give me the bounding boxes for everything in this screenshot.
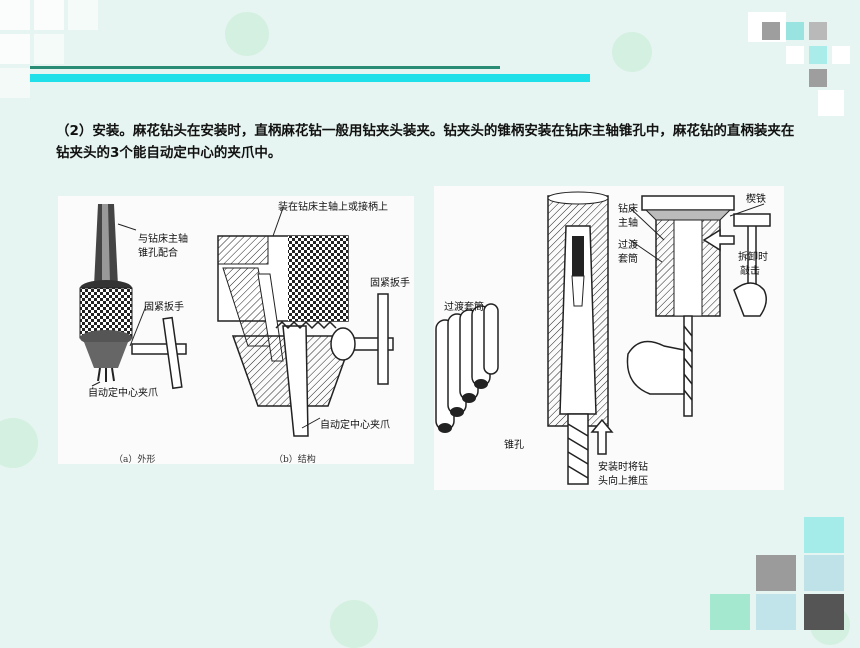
label-wrench-a: 固紧扳手 <box>144 302 184 313</box>
caption-a: （a）外形 <box>114 455 156 465</box>
deco-square <box>786 46 804 64</box>
label-remove: 拆卸时 <box>738 252 768 263</box>
deco-square <box>756 555 796 591</box>
deco-square <box>0 68 30 98</box>
label-spindle: 钻床 <box>618 204 638 215</box>
deco-square <box>762 22 780 40</box>
deco-square <box>809 69 827 87</box>
label-install-2: 头向上推压 <box>598 476 648 487</box>
deco-square <box>804 517 844 553</box>
deco-square <box>756 594 796 630</box>
deco-circle <box>0 418 38 468</box>
deco-square <box>809 22 827 40</box>
label-taper-hole: 锥孔 <box>504 440 524 451</box>
deco-square <box>34 34 64 64</box>
deco-square <box>804 555 844 591</box>
figure-sleeve-install: 过渡套筒 锥孔 钻床 主轴 过渡 套筒 楔铁 拆卸时 敲击 安装时将钻 头向上推… <box>434 186 784 490</box>
label-sleeve-r: 过渡 <box>618 240 638 251</box>
deco-circle <box>330 600 378 648</box>
deco-square <box>786 22 804 40</box>
deco-square <box>832 46 850 64</box>
label-install: 安装时将钻 <box>598 462 648 473</box>
deco-square <box>0 0 30 30</box>
sleeve-install-drawing <box>435 191 771 485</box>
caption-b: （b）结构 <box>274 455 316 465</box>
label-remove-2: 敲击 <box>740 266 760 277</box>
body-paragraph: （2）安装。麻花钻头在安装时，直柄麻花钻一般用钻夹头装夹。钻夹头的锥柄安装在钻床… <box>56 123 795 161</box>
figure-drill-chuck: 与钻床主轴 锥孔配合 固紧扳手 自动定中心夹爪 （a）外形 装在钻床主轴上或接柄… <box>58 196 414 465</box>
label-sleeve: 过渡套筒 <box>444 302 484 313</box>
title-underline <box>30 66 500 69</box>
deco-square <box>0 34 30 64</box>
deco-square <box>818 90 844 116</box>
label-jaw-a: 自动定中心夹爪 <box>88 388 158 399</box>
deco-circle <box>225 12 269 56</box>
deco-square <box>804 594 844 630</box>
deco-circle <box>612 32 652 72</box>
label-sleeve-r2: 套筒 <box>618 254 638 265</box>
drill-chuck-drawing <box>79 204 394 437</box>
deco-square <box>68 0 98 30</box>
label-wedge: 楔铁 <box>746 194 766 205</box>
label-taper-fit-2: 锥孔配合 <box>138 248 178 259</box>
label-wrench-b: 固紧扳手 <box>370 278 410 289</box>
deco-square <box>710 594 750 630</box>
label-taper-fit: 与钻床主轴 <box>138 234 188 245</box>
deco-square <box>34 0 64 30</box>
label-mount: 装在钻床主轴上或接柄上 <box>278 202 388 213</box>
label-spindle-2: 主轴 <box>618 218 638 229</box>
deco-square <box>809 46 827 64</box>
title-accent-bar <box>30 74 590 82</box>
label-jaw-b: 自动定中心夹爪 <box>320 420 390 431</box>
